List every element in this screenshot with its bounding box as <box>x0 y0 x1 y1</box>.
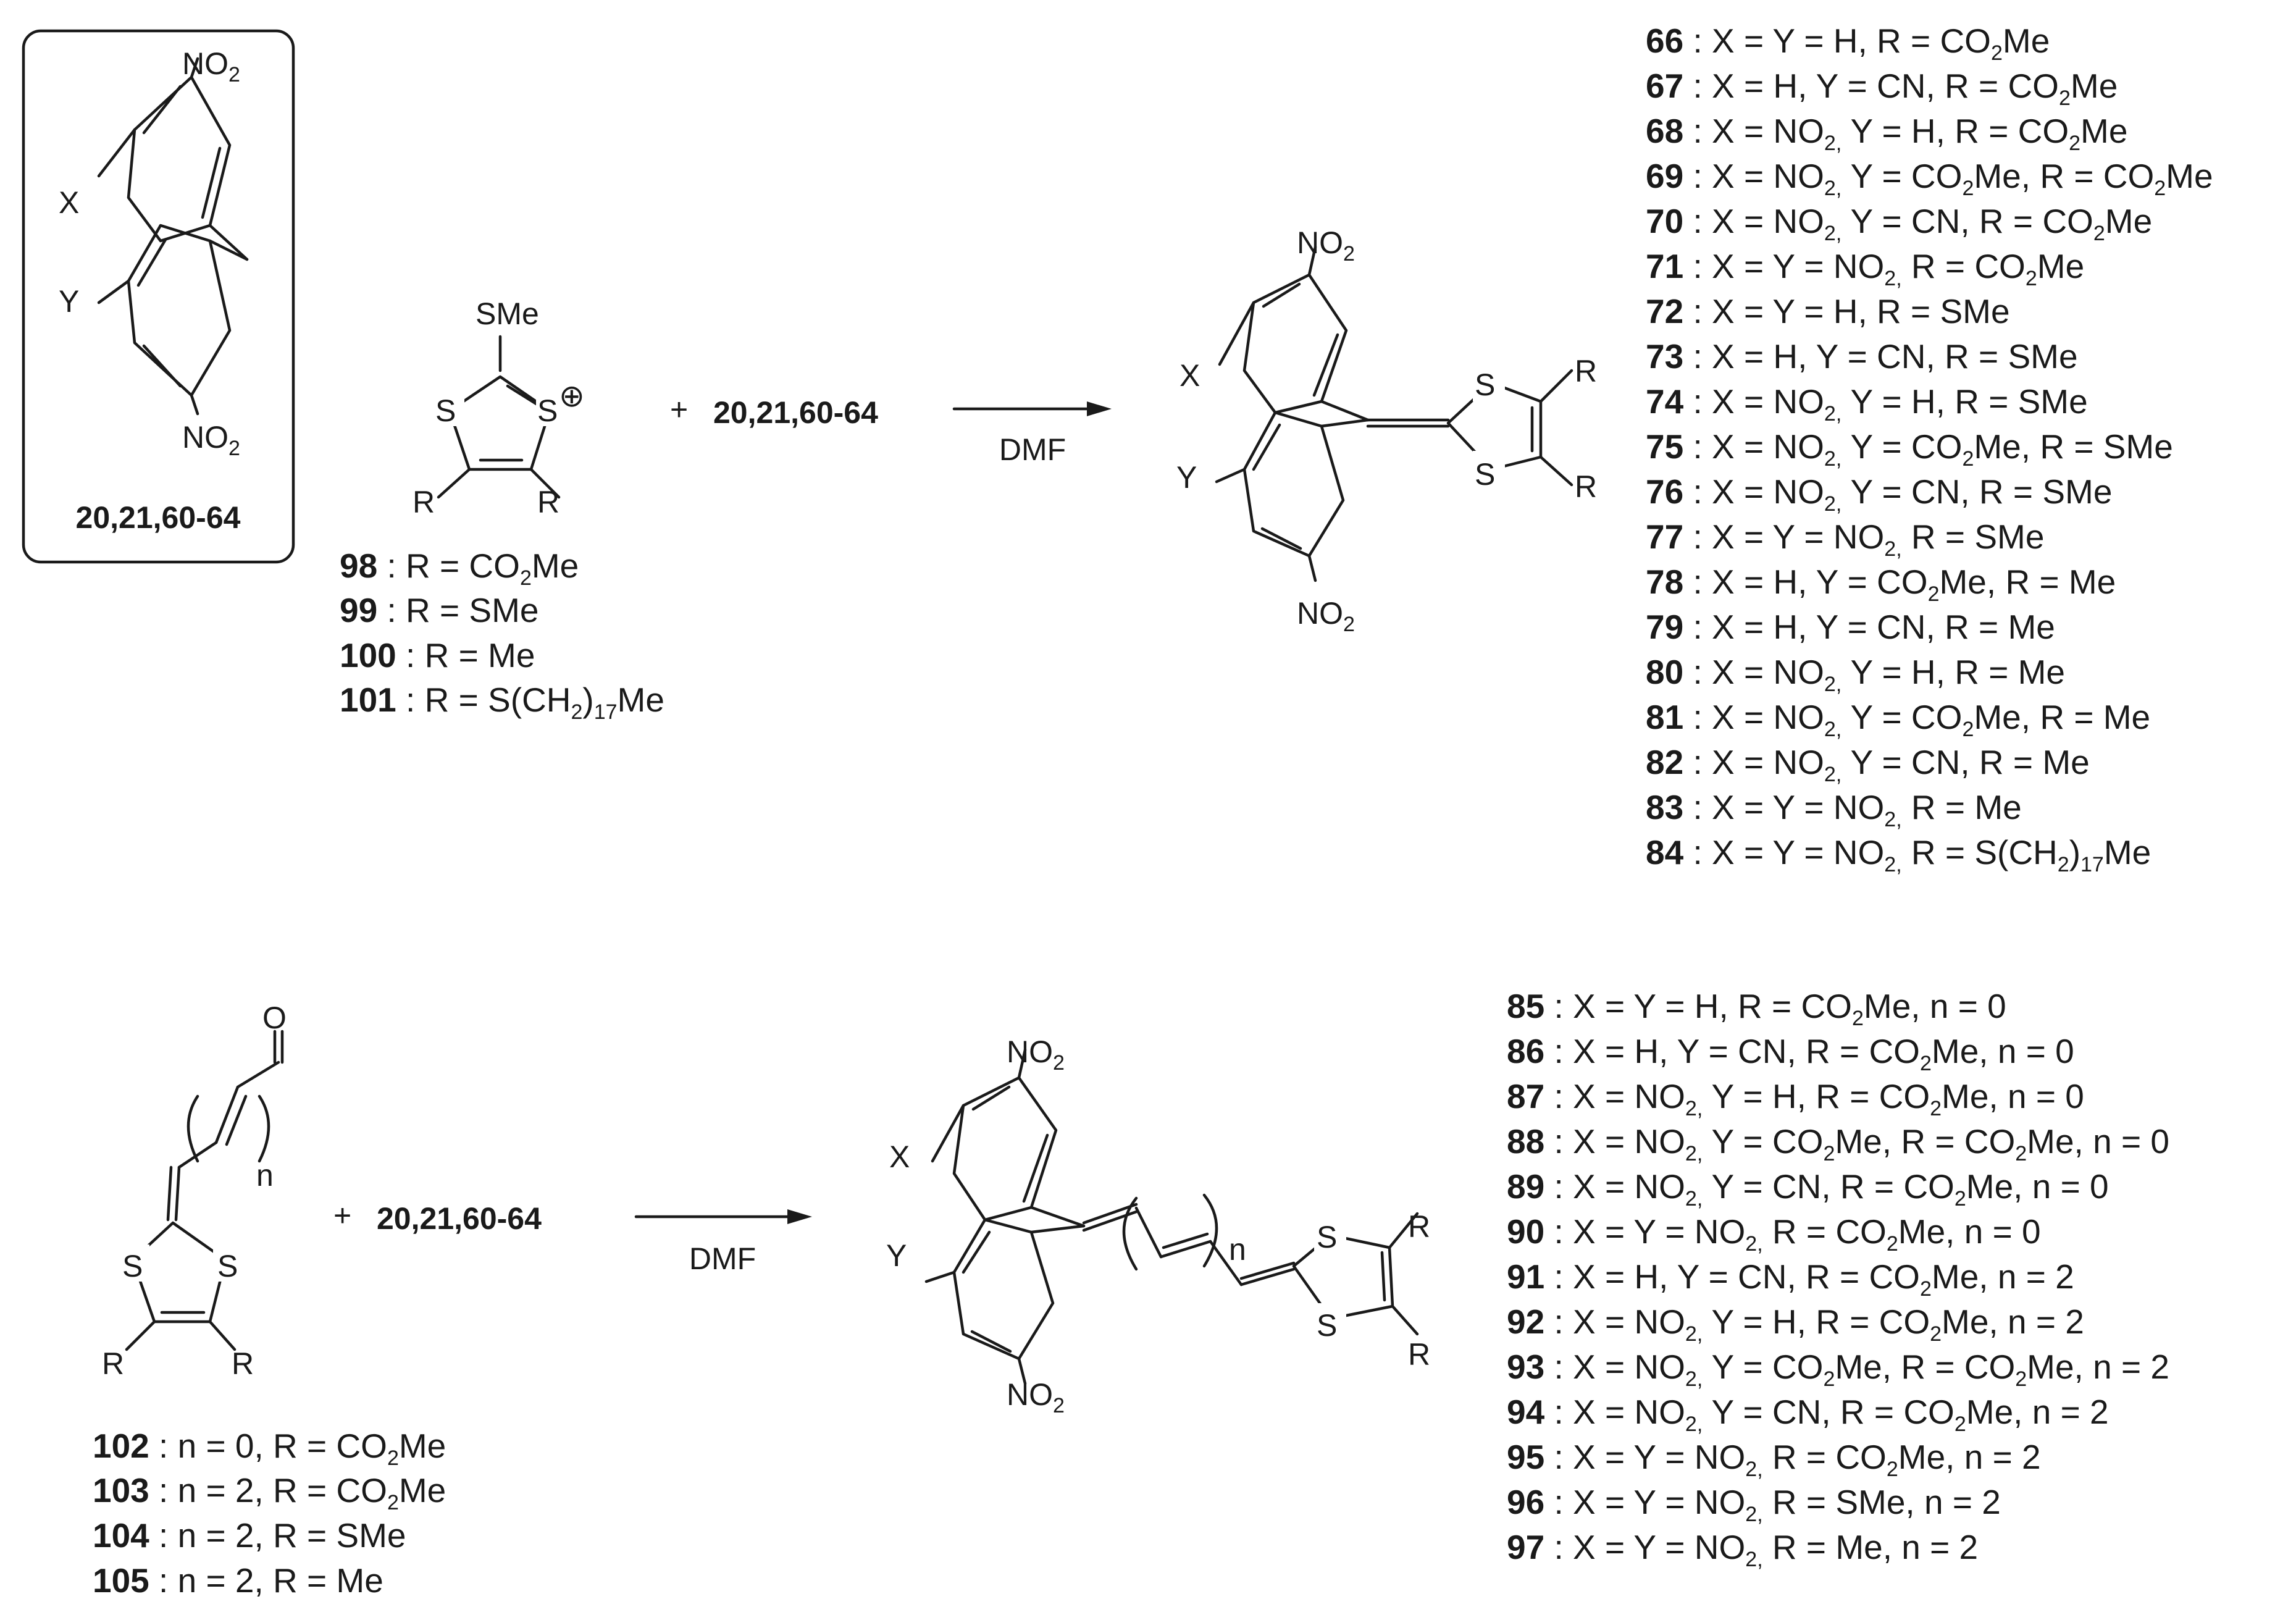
svg-text:86 : X = H, Y = CN, R = CO2Me,: 86 : X = H, Y = CN, R = CO2Me, n = 0 <box>1507 1032 2074 1075</box>
svg-text:101 : R = S(CH2)17Me: 101 : R = S(CH2)17Me <box>340 681 664 724</box>
svg-text:85 : X = Y = H, R = CO2Me, n =: 85 : X = Y = H, R = CO2Me, n = 0 <box>1507 987 2006 1030</box>
svg-text:77 : X = Y = NO2, R = SMe: 77 : X = Y = NO2, R = SMe <box>1646 518 2044 561</box>
p1-no2-bottom: NO2 <box>1297 596 1355 636</box>
n-label-1: n <box>256 1158 274 1193</box>
svg-text:97 : X = Y = NO2, R = Me, n =: 97 : X = Y = NO2, R = Me, n = 2 <box>1507 1528 1978 1571</box>
svg-text:99 : R = SMe: 99 : R = SMe <box>340 591 539 629</box>
svg-text:89 : X = NO2, Y = CN, R = CO2M: 89 : X = NO2, Y = CN, R = CO2Me, n = 0 <box>1507 1167 2109 1211</box>
svg-text:87 : X = NO2, Y = H, R = CO2Me: 87 : X = NO2, Y = H, R = CO2Me, n = 0 <box>1507 1077 2084 1120</box>
s-label-right: S <box>537 393 558 428</box>
svg-text:76 : X = NO2, Y = CN, R = SMe: 76 : X = NO2, Y = CN, R = SMe <box>1646 472 2112 516</box>
svg-text:104 : n = 2, R = SMe: 104 : n = 2, R = SMe <box>93 1516 406 1555</box>
svg-text:66 : X = Y = H, R = CO2Me: 66 : X = Y = H, R = CO2Me <box>1646 22 2050 65</box>
svg-text:83 : X = Y = NO2, R = Me: 83 : X = Y = NO2, R = Me <box>1646 788 2022 831</box>
reagent-label-1: 20,21,60-64 <box>713 395 878 430</box>
solvent-label-2: DMF <box>689 1241 756 1276</box>
svg-text:81 : X = NO2, Y = CO2Me, R = M: 81 : X = NO2, Y = CO2Me, R = Me <box>1646 698 2150 741</box>
p2-s-top: S <box>1317 1220 1337 1254</box>
box-y-label: Y <box>59 284 79 319</box>
svg-text:84 : X = Y = NO2, R = S(CH2)17: 84 : X = Y = NO2, R = S(CH2)17Me <box>1646 833 2151 876</box>
product-structure-2: NO2 X Y NO2 n S S R R <box>886 1035 1430 1417</box>
svg-text:103 : n = 2, R = CO2Me: 103 : n = 2, R = CO2Me <box>93 1471 446 1514</box>
dithiolium-compound-list: 98 : R = CO2Me 99 : R = SMe 100 : R = Me… <box>340 547 664 724</box>
svg-text:90 : X = Y = NO2, R = CO2Me, n: 90 : X = Y = NO2, R = CO2Me, n = 0 <box>1507 1212 2041 1256</box>
svg-text:69 : X = NO2, Y = CO2Me, R = C: 69 : X = NO2, Y = CO2Me, R = CO2Me <box>1646 157 2213 200</box>
box-x-label: X <box>59 185 79 220</box>
sme-label: SMe <box>476 296 539 331</box>
svg-text:105 : n = 2, R = Me: 105 : n = 2, R = Me <box>93 1561 383 1600</box>
r-label-right: R <box>537 485 559 519</box>
p2-s-bottom: S <box>1317 1308 1337 1343</box>
p2-no2-bottom: NO2 <box>1007 1377 1065 1417</box>
product-compound-list-1: 66 : X = Y = H, R = CO2Me 67 : X = H, Y … <box>1646 22 2213 876</box>
p2-no2-top: NO2 <box>1007 1035 1065 1075</box>
svg-text:68 : X = NO2, Y = H, R = CO2Me: 68 : X = NO2, Y = H, R = CO2Me <box>1646 112 2127 155</box>
svg-text:98 : R = CO2Me: 98 : R = CO2Me <box>340 547 579 590</box>
svg-text:79 : X = H, Y = CN, R = Me: 79 : X = H, Y = CN, R = Me <box>1646 608 2055 646</box>
aldehyde-structure: O n S S R R <box>102 1001 287 1381</box>
svg-text:82 : X = NO2, Y = CN, R = Me: 82 : X = NO2, Y = CN, R = Me <box>1646 743 2090 786</box>
svg-text:74 : X = NO2, Y = H, R = SMe: 74 : X = NO2, Y = H, R = SMe <box>1646 382 2088 426</box>
box-no2-top: NO2 <box>182 46 240 86</box>
fluorene-skeleton-box <box>97 57 249 416</box>
solvent-label-1: DMF <box>999 432 1066 467</box>
p1-r-bottom: R <box>1575 469 1597 504</box>
aldehyde-compound-list: 102 : n = 0, R = CO2Me 103 : n = 2, R = … <box>93 1427 446 1600</box>
s-label-left: S <box>435 393 456 428</box>
p2-x-label: X <box>889 1139 910 1174</box>
plus-sign-2: + <box>333 1198 351 1233</box>
svg-text:71 : X = Y = NO2, R = CO2Me: 71 : X = Y = NO2, R = CO2Me <box>1646 247 2084 290</box>
p1-no2-top: NO2 <box>1297 225 1355 266</box>
reagent-label-2: 20,21,60-64 <box>377 1201 542 1236</box>
svg-text:70 : X = NO2, Y = CN, R = CO2M: 70 : X = NO2, Y = CN, R = CO2Me <box>1646 202 2152 245</box>
svg-text:73 : X = H, Y = CN, R = SMe: 73 : X = H, Y = CN, R = SMe <box>1646 337 2078 376</box>
svg-text:96 : X = Y = NO2, R = SMe, n =: 96 : X = Y = NO2, R = SMe, n = 2 <box>1507 1483 2001 1526</box>
svg-text:75 : X = NO2, Y = CO2Me, R = S: 75 : X = NO2, Y = CO2Me, R = SMe <box>1646 427 2173 471</box>
reaction-arrow-1 <box>952 401 1112 416</box>
svg-text:100 : R = Me: 100 : R = Me <box>340 636 535 674</box>
r-label-ald-right: R <box>232 1346 254 1381</box>
product-structure-1: NO2 X Y NO2 S S R R <box>1176 225 1597 636</box>
box-compound-label: 20,21,60-64 <box>76 500 241 535</box>
svg-text:94 : X = NO2, Y = CN, R = CO2M: 94 : X = NO2, Y = CN, R = CO2Me, n = 2 <box>1507 1393 2109 1436</box>
svg-text:102 : n = 0, R = CO2Me: 102 : n = 0, R = CO2Me <box>93 1427 446 1470</box>
reaction-arrow-2 <box>634 1209 812 1224</box>
reagent-box: NO2 X Y NO2 20,21,60-64 <box>22 29 295 564</box>
p2-r-top: R <box>1408 1209 1430 1244</box>
r-label-ald-left: R <box>102 1346 124 1381</box>
p2-r-bottom: R <box>1408 1337 1430 1372</box>
n-label-2: n <box>1229 1232 1246 1267</box>
s-label-ald-right: S <box>217 1249 238 1283</box>
o-label: O <box>262 1001 287 1035</box>
dithiolium-structure: SMe S S ⊕ R R <box>413 296 585 519</box>
svg-text:78 : X = H, Y = CO2Me, R = Me: 78 : X = H, Y = CO2Me, R = Me <box>1646 563 2116 606</box>
p1-y-label: Y <box>1176 460 1197 495</box>
svg-text:80 : X = NO2, Y = H, R = Me: 80 : X = NO2, Y = H, R = Me <box>1646 653 2065 696</box>
svg-text:95 : X = Y = NO2, R = CO2Me, n: 95 : X = Y = NO2, R = CO2Me, n = 2 <box>1507 1438 2041 1481</box>
svg-text:72 : X = Y = H, R = SMe: 72 : X = Y = H, R = SMe <box>1646 292 2010 330</box>
box-no2-bottom: NO2 <box>182 420 240 460</box>
p1-r-top: R <box>1575 354 1597 388</box>
p1-s-top: S <box>1475 367 1495 402</box>
p1-x-label: X <box>1179 358 1200 393</box>
p2-y-label: Y <box>886 1238 907 1273</box>
svg-text:92 : X = NO2, Y = H, R = CO2Me: 92 : X = NO2, Y = H, R = CO2Me, n = 2 <box>1507 1303 2084 1346</box>
product-compound-list-2: 85 : X = Y = H, R = CO2Me, n = 0 86 : X … <box>1507 987 2169 1571</box>
svg-text:93 : X = NO2, Y = CO2Me, R = C: 93 : X = NO2, Y = CO2Me, R = CO2Me, n = … <box>1507 1348 2169 1391</box>
svg-text:88 : X = NO2, Y = CO2Me, R = C: 88 : X = NO2, Y = CO2Me, R = CO2Me, n = … <box>1507 1122 2169 1165</box>
plus-charge: ⊕ <box>559 379 585 413</box>
plus-sign-1: + <box>670 392 688 427</box>
p1-s-bottom: S <box>1475 457 1495 492</box>
svg-text:91 : X = H, Y = CN, R = CO2Me,: 91 : X = H, Y = CN, R = CO2Me, n = 2 <box>1507 1257 2074 1301</box>
s-label-ald-left: S <box>122 1249 143 1283</box>
r-label-left: R <box>413 485 435 519</box>
svg-text:67 : X = H, Y = CN, R = CO2Me: 67 : X = H, Y = CN, R = CO2Me <box>1646 67 2118 110</box>
